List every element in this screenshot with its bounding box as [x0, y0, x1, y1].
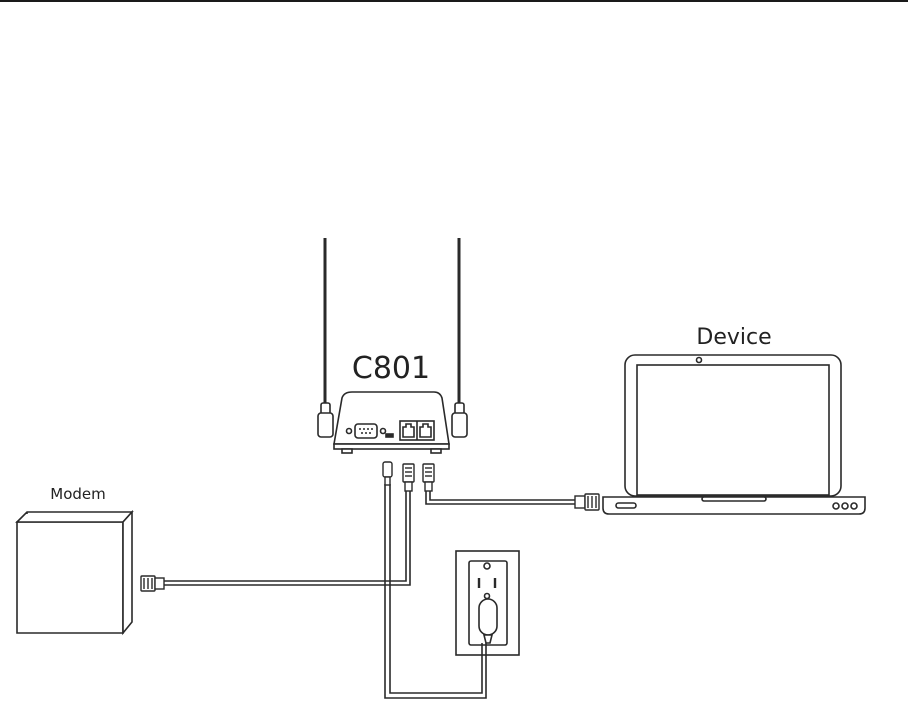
cable-router-to-modem [163, 490, 410, 585]
modem-label: Modem [50, 485, 105, 503]
power-connector [383, 462, 392, 485]
rj45-plug-at-modem [141, 576, 164, 591]
power-plug [479, 599, 497, 635]
router-c801 [318, 238, 467, 453]
power-port [386, 434, 393, 437]
right-antenna [452, 238, 467, 437]
device-label: Device [696, 325, 771, 350]
cable-router-to-device [426, 490, 575, 504]
router-label: C801 [352, 351, 430, 386]
webcam [697, 358, 702, 363]
rj45-plug-device-side [423, 464, 434, 491]
rj45-plug-modem-side [403, 464, 414, 491]
modem [17, 512, 132, 633]
ethernet-ports [400, 421, 434, 440]
rj45-plug-at-device [575, 494, 599, 510]
wall-outlet [456, 551, 519, 655]
laptop-device [603, 355, 865, 514]
left-antenna [318, 238, 333, 437]
laptop-screen [637, 365, 829, 495]
